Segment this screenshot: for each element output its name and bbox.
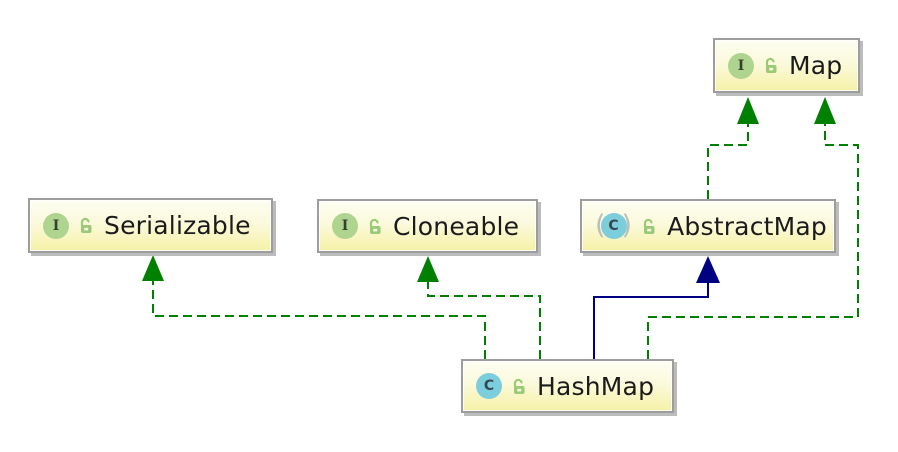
node-abstractmap[interactable]: ( C ) AbstractMap (580, 199, 836, 253)
interface-icon: I (332, 213, 358, 239)
node-hashmap[interactable]: C HashMap (461, 359, 674, 413)
edge-abstractmap-implements-map[interactable] (707, 97, 759, 199)
node-label: Serializable (104, 211, 251, 240)
edge-hashmap-extends-abstractmap[interactable] (593, 256, 720, 359)
edge-hashmap-implements-cloneable[interactable] (417, 256, 541, 359)
interface-icon: I (43, 212, 69, 239)
class-icon: C (476, 373, 502, 399)
node-label: AbstractMap (667, 211, 827, 241)
edge-hashmap-implements-serializable[interactable] (142, 255, 486, 359)
node-label: Map (789, 51, 843, 80)
unlocked-padlock-icon (640, 218, 657, 235)
interface-icon: I (728, 52, 754, 79)
unlocked-padlock-icon (366, 218, 383, 235)
unlocked-padlock-icon (762, 57, 779, 74)
node-serializable[interactable]: I Serializable (28, 198, 273, 253)
node-cloneable[interactable]: I Cloneable (317, 199, 538, 253)
node-label: Cloneable (393, 211, 520, 241)
edge-hashmap-implements-map[interactable] (647, 97, 859, 359)
unlocked-padlock-icon (77, 217, 94, 234)
node-label: HashMap (537, 371, 655, 401)
node-map[interactable]: I Map (713, 38, 860, 93)
abstract-class-icon: ( C ) (595, 212, 632, 239)
unlocked-padlock-icon (510, 378, 527, 395)
